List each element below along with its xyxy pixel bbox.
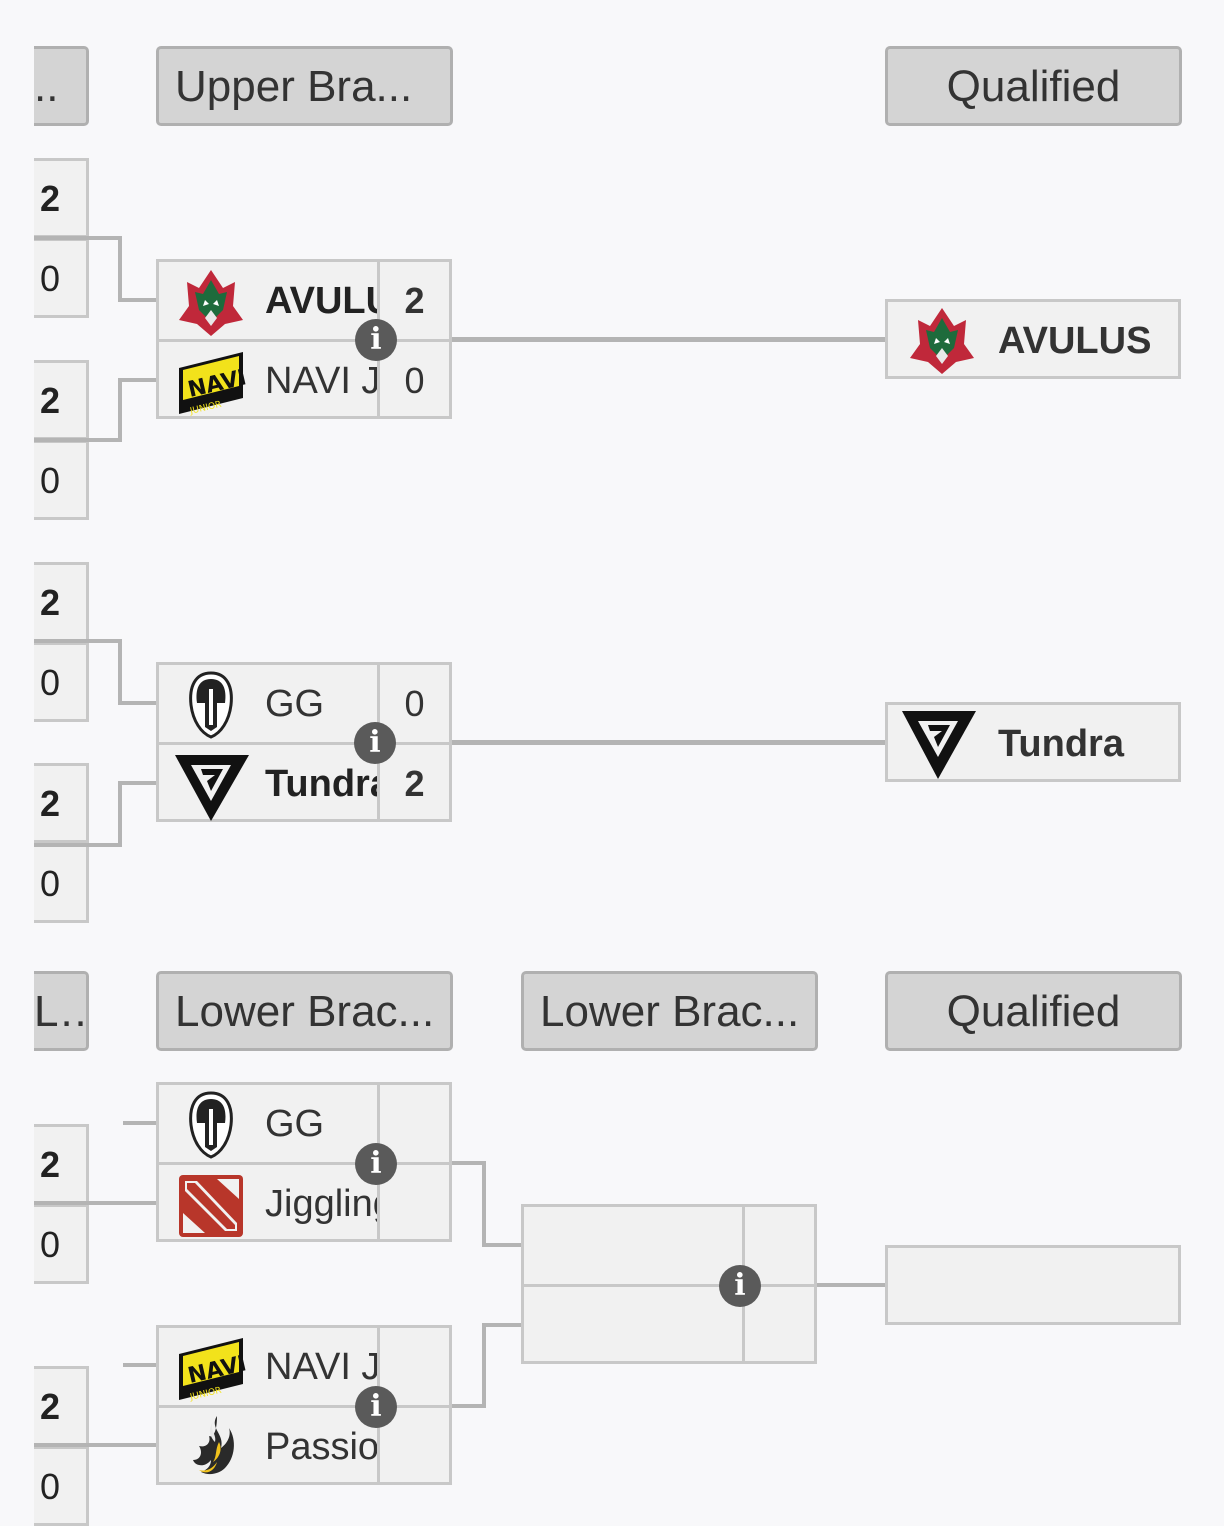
header-lower-prev-round: L... (34, 971, 89, 1051)
match-team-row[interactable]: NAVI JUNIOR NAVI Junior 0 (159, 342, 449, 419)
match-team-row[interactable]: AVULUS 2 (159, 262, 449, 342)
match-team-row[interactable]: GG (159, 1085, 449, 1165)
header-qualified-lower: Qualified (885, 971, 1182, 1051)
connector-line (452, 1161, 486, 1165)
match-team-row[interactable]: NAVI JUNIOR NAVI Junior (159, 1328, 449, 1408)
connector-line (482, 1161, 486, 1247)
match-info-icon[interactable]: i (719, 1265, 761, 1307)
connector-line (34, 1201, 158, 1205)
connector-line (816, 1283, 886, 1287)
connector-line (34, 1443, 158, 1447)
header-qualified-upper: Qualified (885, 46, 1182, 126)
team-name: GG (265, 1103, 325, 1145)
prev-score: 0 (34, 1446, 89, 1526)
connector-line (118, 701, 158, 705)
avulus-logo-icon (173, 266, 249, 338)
team-score (377, 1165, 449, 1242)
qualified-slot-lower[interactable] (885, 1245, 1181, 1325)
team-name: NAVI Junior (265, 1346, 377, 1388)
match-info-icon[interactable]: i (355, 1386, 397, 1428)
connector-line (123, 1363, 157, 1367)
tundra-logo-icon (173, 749, 249, 821)
connector-line (452, 1404, 486, 1408)
team-score (377, 1408, 449, 1485)
connector-line (34, 843, 122, 847)
team-score: 0 (377, 342, 449, 419)
team-score: 2 (377, 262, 449, 339)
connector-line (482, 1323, 522, 1327)
team-score (377, 1085, 449, 1162)
match-team-row[interactable]: Jiggling (159, 1165, 449, 1242)
passion-logo-icon (173, 1412, 249, 1484)
connector-line (482, 1323, 486, 1408)
header-prev-round: .. (34, 46, 89, 126)
team-score (742, 1287, 814, 1364)
match-team-row[interactable]: GG 0 (159, 665, 449, 745)
lower-match-2[interactable]: NAVI JUNIOR NAVI Junior Passion (156, 1325, 452, 1485)
connector-line (34, 438, 122, 442)
lower-match-1[interactable]: GG Jiggling (156, 1082, 452, 1242)
connector-line (34, 236, 122, 240)
prev-score: 2 (34, 763, 89, 843)
connector-line (118, 236, 122, 302)
prev-score: 2 (34, 562, 89, 642)
team-score (377, 1328, 449, 1405)
prev-score: 0 (34, 440, 89, 520)
connector-line (123, 1121, 157, 1125)
team-name: Tundra (265, 763, 377, 805)
prev-score: 0 (34, 1204, 89, 1284)
prev-score: 2 (34, 1124, 89, 1204)
match-team-row[interactable] (524, 1287, 814, 1364)
prev-score: 2 (34, 1366, 89, 1446)
connector-line (118, 781, 122, 847)
team-name: Passion (265, 1426, 377, 1468)
match-info-icon[interactable]: i (355, 319, 397, 361)
connector-line (118, 298, 158, 302)
upper-match-2[interactable]: GG 0 Tundra 2 (156, 662, 452, 822)
qualified-team-name: Tundra (998, 723, 1124, 765)
tundra-logo-icon (900, 707, 976, 779)
gg-logo-icon (173, 1089, 249, 1161)
connector-line (452, 337, 886, 342)
dota-logo-icon (173, 1169, 249, 1241)
team-name: GG (265, 683, 325, 725)
navi-junior-logo-icon: NAVI JUNIOR (173, 346, 249, 418)
team-name: Jiggling (265, 1183, 377, 1225)
avulus-logo-icon (904, 304, 980, 376)
team-name: NAVI Junior (265, 360, 377, 402)
lower-round-2-match[interactable] (521, 1204, 817, 1364)
prev-score: 2 (34, 158, 89, 238)
header-lower-bracket-round-1: Lower Brac... (156, 971, 453, 1051)
upper-match-1[interactable]: AVULUS 2 NAVI JUNIOR NAVI Junior 0 (156, 259, 452, 419)
team-name: AVULUS (265, 280, 377, 322)
connector-line (118, 639, 122, 705)
qualified-team-name: AVULUS (998, 320, 1152, 362)
team-score: 2 (377, 745, 449, 822)
header-upper-bracket-round: Upper Bra... (156, 46, 453, 126)
connector-line (34, 639, 122, 643)
qualified-slot-2[interactable]: Tundra (885, 702, 1181, 782)
connector-line (452, 740, 886, 745)
match-team-row[interactable]: Passion (159, 1408, 449, 1485)
team-score (742, 1207, 814, 1284)
prev-score: 0 (34, 238, 89, 318)
connector-line (118, 781, 158, 785)
connector-line (118, 378, 122, 442)
connector-line (118, 378, 158, 382)
header-lower-bracket-round-2: Lower Brac... (521, 971, 818, 1051)
navi-junior-logo-icon: NAVI JUNIOR (173, 1332, 249, 1404)
match-team-row[interactable] (524, 1207, 814, 1287)
prev-score: 0 (34, 843, 89, 923)
gg-logo-icon (173, 669, 249, 741)
match-info-icon[interactable]: i (355, 1143, 397, 1185)
team-score: 0 (377, 665, 449, 742)
prev-score: 2 (34, 360, 89, 440)
connector-line (482, 1243, 522, 1247)
qualified-slot-1[interactable]: AVULUS (885, 299, 1181, 379)
match-team-row[interactable]: Tundra 2 (159, 745, 449, 822)
prev-score: 0 (34, 642, 89, 722)
match-info-icon[interactable]: i (354, 722, 396, 764)
